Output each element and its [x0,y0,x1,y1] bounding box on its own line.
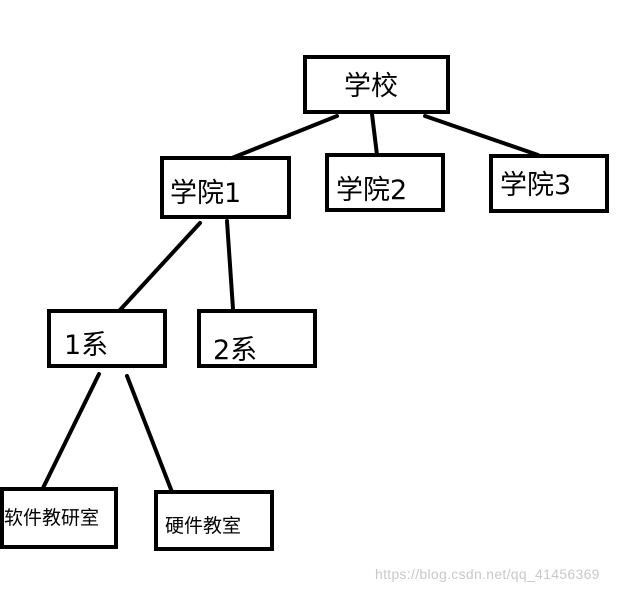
box-college1 [160,156,291,219]
label-office-software: 软件教研室 [4,507,99,529]
label-college1: 学院1 [170,178,241,209]
edge-school-college2 [370,112,379,157]
edge-college1-dept1 [118,221,202,312]
label-college3: 学院3 [500,170,571,201]
label-dept1: 1系 [64,330,108,361]
edge-school-college3 [423,114,540,157]
label-dept2: 2系 [213,335,257,366]
box-dept1 [47,309,167,368]
box-office-hardware [154,490,274,551]
edge-school-college1 [230,114,339,160]
box-dept2 [197,309,317,368]
edge-college1-dept2 [225,219,235,311]
edge-dept1-office-hardware [125,374,174,494]
box-school [303,55,450,114]
label-office-hardware: 硬件教室 [165,515,241,537]
connector-lines [41,112,540,494]
label-school: 学校 [344,71,398,102]
box-college2 [325,153,445,212]
box-college3 [489,154,609,213]
box-office-software [0,487,118,549]
watermark-url: https://blog.csdn.net/qq_41456369 [375,566,600,582]
label-college2: 学院2 [336,175,407,206]
edge-dept1-office-software [41,372,101,490]
node-boxes [0,55,609,551]
